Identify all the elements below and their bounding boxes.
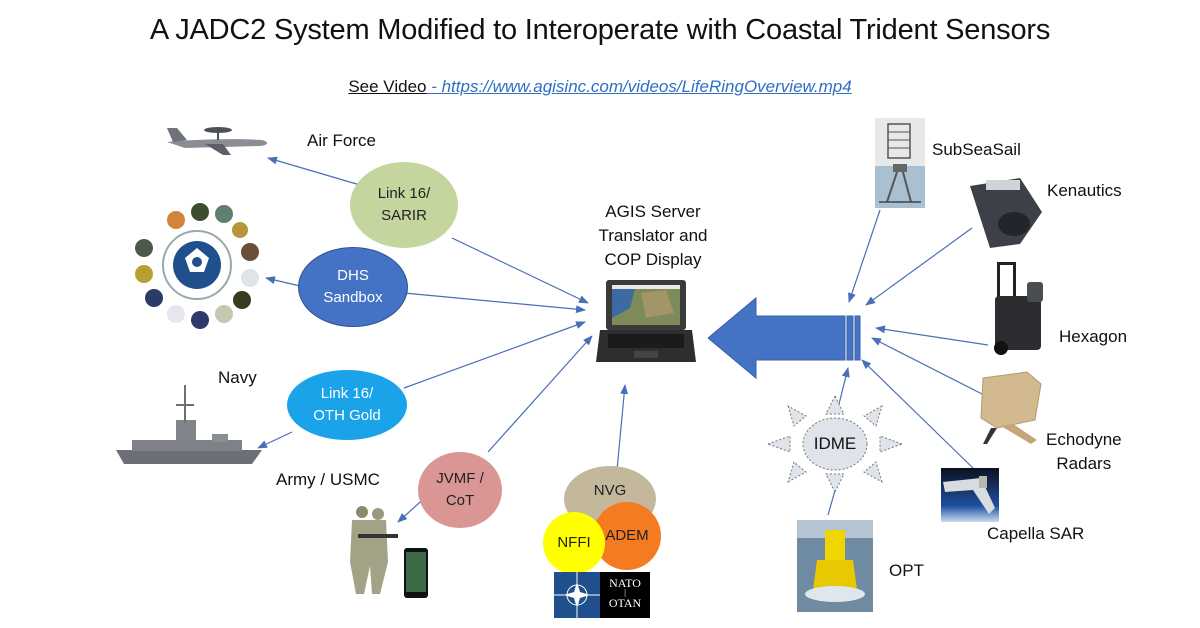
- link16-sarir-line-1: Link 16/: [377, 185, 431, 202]
- adem-label: ADEM: [605, 527, 649, 544]
- video-line: See Video - https://www.agisinc.com/vide…: [0, 77, 1200, 97]
- jvmf-cot-bubble: JVMF / CoT: [418, 452, 502, 528]
- link16-sarir-bubble: Link 16/ SARIR: [350, 162, 458, 248]
- hexagon-label: Hexagon: [1059, 327, 1128, 346]
- nffi-bubble: NFFI: [543, 512, 605, 574]
- connector-kenautics: [865, 227, 973, 306]
- connector-link16-server: [451, 237, 589, 304]
- capella-satellite-icon: [941, 468, 999, 522]
- connector-dhs-agencies: [265, 276, 301, 287]
- nato-compass-icon: [554, 572, 600, 618]
- nffi-label: NFFI: [557, 534, 591, 551]
- connector-nvg-server: [612, 384, 629, 480]
- diagram-title: A JADC2 System Modified to Interoperate …: [149, 14, 1051, 46]
- army-usmc-label: Army / USMC: [276, 470, 380, 489]
- hexagon-icon: [994, 262, 1043, 355]
- otan-text: OTAN: [608, 596, 642, 610]
- nato-text: NATO: [609, 576, 641, 590]
- link16-oth-line-2: OTH Gold: [313, 407, 381, 424]
- subseasail-label: SubSeaSail: [932, 140, 1021, 159]
- server-label-line-1: AGIS Server: [605, 202, 701, 221]
- server-label: AGIS Server Translator and COP Display: [568, 200, 738, 272]
- idme-sun-shape: [766, 394, 904, 494]
- capella-sar-label: Capella SAR: [987, 524, 1085, 543]
- idme-label: IDME: [813, 434, 857, 453]
- opt-label: OPT: [889, 561, 924, 580]
- laptop-icon: [596, 280, 696, 362]
- nato-otan-logo: NATO | OTAN: [554, 572, 650, 618]
- connector-echodyne: [871, 337, 985, 396]
- connector-idme: [837, 367, 850, 409]
- video-separator: -: [426, 77, 442, 96]
- server-label-line-2: Translator and: [598, 226, 708, 245]
- dhs-sandbox-line-2: Sandbox: [323, 289, 383, 306]
- link16-oth-bubble: Link 16/ OTH Gold: [287, 370, 407, 440]
- connector-link16-airforce: [267, 156, 361, 186]
- kenautics-label: Kenautics: [1047, 181, 1122, 200]
- echodyne-label-line-2: Radars: [1056, 454, 1112, 473]
- connector-jvmf-server: [487, 335, 593, 453]
- echodyne-label-line-1: Echodyne: [1046, 430, 1122, 449]
- echodyne-radar-icon: [980, 371, 1042, 444]
- jvmf-cot-line-2: CoT: [445, 492, 475, 509]
- connector-hexagon: [875, 325, 989, 346]
- subseasail-icon: [875, 118, 925, 208]
- see-video-label: See Video: [348, 77, 427, 96]
- awacs-aircraft-icon: [167, 127, 267, 155]
- link16-oth-line-1: Link 16/: [320, 385, 374, 402]
- echodyne-label: Echodyne Radars: [1046, 428, 1122, 476]
- dhs-seal-icon: [135, 203, 259, 329]
- navy-ship-icon: [116, 385, 262, 464]
- connector-oth-navy: [257, 431, 293, 449]
- opt-buoy-icon: [797, 520, 873, 612]
- nato-otan-text: NATO | OTAN: [600, 572, 650, 618]
- air-force-label: Air Force: [307, 131, 376, 150]
- connector-oth-server: [403, 321, 586, 389]
- dhs-sandbox-line-1: DHS: [337, 267, 369, 284]
- jvmf-cot-line-1: JVMF /: [436, 470, 484, 487]
- connector-capella: [861, 359, 976, 471]
- video-link[interactable]: https://www.agisinc.com/videos/LifeRingO…: [441, 77, 852, 96]
- navy-label: Navy: [218, 368, 257, 387]
- kenautics-icon: [970, 178, 1042, 248]
- nvg-label: NVG: [593, 482, 627, 499]
- server-label-line-3: COP Display: [604, 250, 702, 269]
- data-flow-arrow: [708, 296, 861, 380]
- link16-sarir-line-2: SARIR: [381, 207, 427, 224]
- connector-dhs-server: [403, 292, 586, 314]
- connector-subseasail: [848, 209, 881, 303]
- dhs-agencies-seals: [132, 200, 262, 330]
- dhs-sandbox-bubble: DHS Sandbox: [298, 247, 408, 327]
- soldiers-icon: [350, 506, 428, 598]
